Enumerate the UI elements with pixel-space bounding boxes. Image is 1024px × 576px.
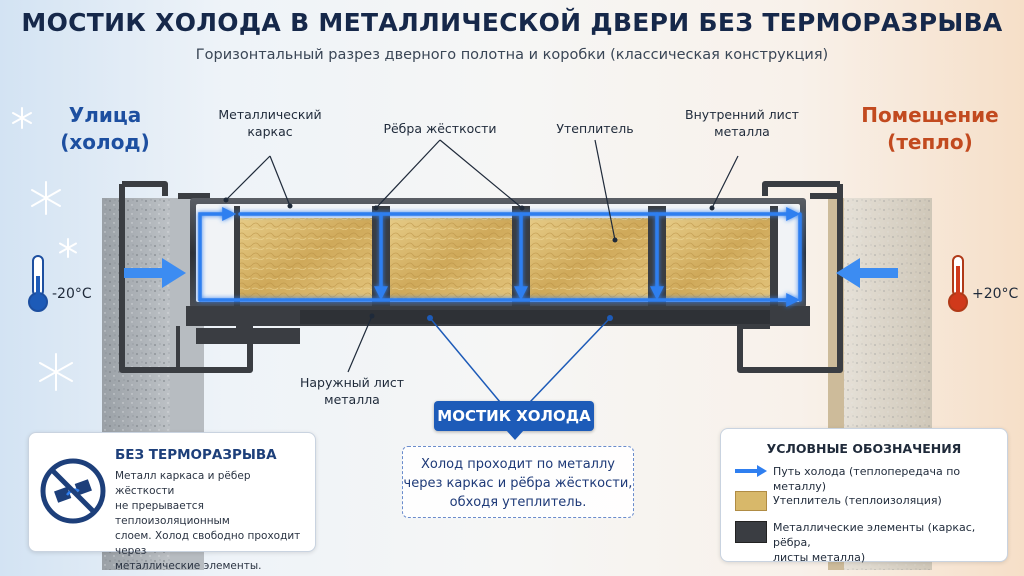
cold-bridge-explanation: Холод проходит по металлу через каркас и… <box>402 446 634 518</box>
inside-title: Помещение <box>861 103 999 127</box>
no-break-line1: Металл каркаса и рёбер жёсткости <box>115 470 251 497</box>
inside-subtitle: (тепло) <box>887 130 973 154</box>
warm-thermometer-icon <box>948 255 968 312</box>
cold-bridge-badge: МОСТИК ХОЛОДА <box>434 401 594 431</box>
no-break-line2: не прерывается теплоизоляционным <box>115 500 230 527</box>
cold-bridge-badge-tail <box>506 430 524 440</box>
outside-cold-arrow <box>124 258 186 288</box>
cold-path-arrows <box>198 207 802 307</box>
legend-insulation: Утеплитель (теплоизоляция) <box>773 494 942 507</box>
insulation-panels <box>240 218 770 300</box>
label-metal-frame-line1: Металлический <box>218 107 322 122</box>
legend-arrow-icon <box>735 465 767 477</box>
explanation-line2: через каркас и рёбра жёсткости, <box>403 476 633 491</box>
legend-metal-line1: Металлические элементы (каркас, рёбра, <box>773 521 976 549</box>
label-outer-sheet: Наружный лист металла <box>292 374 412 408</box>
inside-temperature: +20°C <box>972 286 1019 302</box>
page-title: МОСТИК ХОЛОДА В МЕТАЛЛИЧЕСКОЙ ДВЕРИ БЕЗ … <box>21 8 1003 37</box>
outside-subtitle: (холод) <box>60 130 150 154</box>
no-thermal-break-icon <box>40 458 106 524</box>
no-thermal-break-card: БЕЗ ТЕРМОРАЗРЫВА Металл каркаса и рёбер … <box>28 432 316 572</box>
label-metal-frame: Металлический каркас <box>210 106 330 140</box>
cold-thermometer-icon <box>28 255 48 312</box>
label-outer-sheet-line2: металла <box>324 392 380 407</box>
leader-lines <box>225 139 739 373</box>
cold-bridge-pointer-dots <box>427 315 613 321</box>
inside-arrow <box>836 258 898 288</box>
snowflake-icon <box>12 107 77 391</box>
leader-dots <box>223 197 715 319</box>
legend-cold-path: Путь холода (теплопередача по металлу) <box>773 465 961 493</box>
label-outer-sheet-line1: Наружный лист <box>299 375 405 390</box>
explanation-line3: обходя утеплитель. <box>449 495 587 510</box>
label-insulation: Утеплитель <box>556 121 634 136</box>
legend-title: УСЛОВНЫЕ ОБОЗНАЧЕНИЯ <box>766 441 962 456</box>
label-inner-sheet: Внутренний лист металла <box>672 106 812 140</box>
page-subtitle: Горизонтальный разрез дверного полотна и… <box>195 47 829 63</box>
inside-heading: Помещение (тепло) <box>850 102 1010 156</box>
explanation-line1: Холод проходит по металлу <box>421 457 615 472</box>
legend-metal: Металлические элементы (каркас, рёбра, л… <box>773 520 1007 565</box>
label-ribs: Рёбра жёсткости <box>383 121 497 136</box>
label-metal-frame-line2: каркас <box>247 124 293 139</box>
outside-temperature: -20°C <box>52 286 92 302</box>
legend-metal-swatch <box>735 521 767 543</box>
legend-insulation-swatch <box>735 491 767 511</box>
no-thermal-break-title: БЕЗ ТЕРМОРАЗРЫВА <box>115 447 277 463</box>
label-inner-sheet-line1: Внутренний лист <box>685 107 799 122</box>
cold-bridge-pointers <box>429 317 611 403</box>
no-break-line4: металлические элементы. <box>115 560 262 572</box>
legend-metal-line2: листы металла) <box>773 551 866 564</box>
outside-title: Улица <box>68 103 142 127</box>
no-thermal-break-text: Металл каркаса и рёбер жёсткости не прер… <box>115 469 311 574</box>
no-break-line3: слоем. Холод свободно проходит через <box>115 530 301 557</box>
label-inner-sheet-line2: металла <box>714 124 770 139</box>
legend-card: УСЛОВНЫЕ ОБОЗНАЧЕНИЯ Путь холода (теплоп… <box>720 428 1008 565</box>
outside-heading: Улица (холод) <box>40 102 170 156</box>
